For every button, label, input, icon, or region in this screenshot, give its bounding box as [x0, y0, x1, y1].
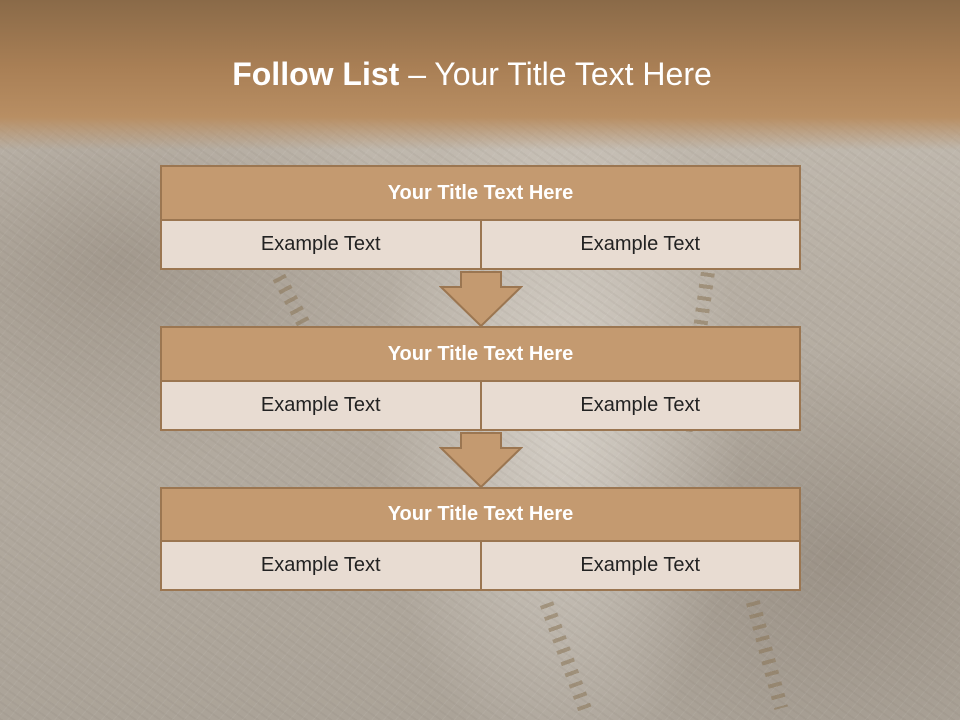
- slide-title: Follow List – Your Title Text Here: [0, 56, 944, 93]
- step-cell-left: Example Text: [260, 394, 381, 416]
- down-arrow-icon: [439, 432, 523, 488]
- follow-list-step-3: Your Title Text Here Example Text Exampl…: [160, 487, 801, 591]
- step-cell-left: Example Text: [260, 554, 381, 576]
- step-cell-right: Example Text: [479, 382, 800, 429]
- title-banner: [0, 0, 960, 150]
- step-cell-left: Example Text: [260, 233, 381, 255]
- down-arrow-icon: [439, 271, 523, 327]
- step-cell-right: Example Text: [479, 221, 800, 268]
- slide-title-bold: Follow List: [232, 56, 400, 92]
- step-row: Example Text Example Text: [160, 382, 801, 431]
- follow-list-step-1: Your Title Text Here Example Text Exampl…: [160, 165, 801, 270]
- step-title: Your Title Text Here: [160, 487, 801, 542]
- slide-title-rest: – Your Title Text Here: [399, 56, 712, 92]
- step-row: Example Text Example Text: [160, 542, 801, 591]
- step-title: Your Title Text Here: [160, 326, 801, 382]
- step-title: Your Title Text Here: [160, 165, 801, 221]
- step-cell-right: Example Text: [479, 542, 800, 589]
- follow-list-step-2: Your Title Text Here Example Text Exampl…: [160, 326, 801, 431]
- step-row: Example Text Example Text: [160, 221, 801, 270]
